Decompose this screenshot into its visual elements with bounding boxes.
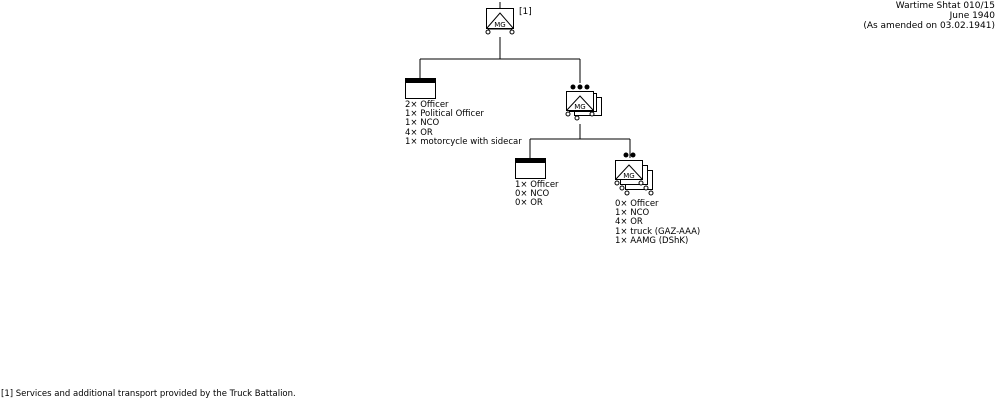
hq-symbol-label: MG <box>494 21 505 29</box>
strength-line: 0× Officer <box>615 199 659 209</box>
connector-lines <box>419 37 631 158</box>
platoon-mg-symbol: MG <box>614 152 654 196</box>
company-mg-symbol: MG <box>565 84 602 121</box>
strength-line: 1× Political Officer <box>405 109 484 120</box>
strength-line: 1× AAMG (DShK) <box>615 235 689 246</box>
platoon-hq-strength: 1× Officer 0× NCO 0× OR <box>515 180 559 209</box>
platoon-hq-symbol <box>515 158 546 179</box>
strength-line: 0× NCO <box>515 189 550 200</box>
strength-line: 1× Officer <box>515 180 559 190</box>
strength-line: 2× Officer <box>405 100 449 110</box>
hq-mg-symbol: MG <box>485 2 515 35</box>
hq-note-ref: [1] <box>519 7 532 17</box>
strength-line: 1× motorcycle with sidecar <box>405 136 522 147</box>
platoon-symbol-label: MG <box>623 172 634 180</box>
shtat-number: Wartime Shtat 010/15 <box>895 1 995 11</box>
company-echelon-dots <box>570 84 590 90</box>
document-header: Wartime Shtat 010/15 June 1940 (As amend… <box>863 1 995 31</box>
strength-line: 0× OR <box>515 198 543 209</box>
platoon-strength: 0× Officer 1× NCO 4× OR 1× truck (GAZ-AA… <box>615 199 701 246</box>
amendment-date: (As amended on 03.02.1941) <box>863 21 995 31</box>
footnote: [1] Services and additional transport pr… <box>1 389 296 399</box>
strength-line: 1× NCO <box>615 208 650 219</box>
strength-line: 1× truck (GAZ-AAA) <box>615 226 701 237</box>
strength-line: 4× OR <box>615 217 643 228</box>
strength-line: 1× NCO <box>405 118 440 129</box>
strength-line: 4× OR <box>405 127 433 138</box>
command-section-symbol <box>405 78 436 99</box>
command-section-strength: 2× Officer 1× Political Officer 1× NCO 4… <box>405 100 522 147</box>
company-symbol-label: MG <box>574 103 585 111</box>
platoon-echelon-dots <box>623 152 636 158</box>
shtat-date: June 1940 <box>949 11 995 21</box>
